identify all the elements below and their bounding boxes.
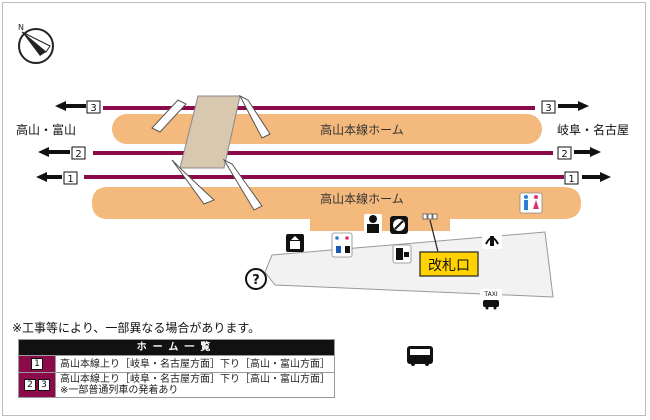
compass-icon: N	[18, 23, 54, 64]
track-1-right: 1	[564, 171, 611, 185]
lower-platform	[92, 187, 581, 231]
destination-left: 高山・富山	[16, 122, 76, 137]
ticket-machine-icon	[392, 244, 412, 264]
platform-desc: 高山本線上り［岐阜・名古屋方面］下り［高山・富山方面］	[55, 355, 335, 373]
table-row: 1 高山本線上り［岐阜・名古屋方面］下り［高山・富山方面］	[18, 355, 335, 373]
track-2-right: 2	[557, 146, 601, 160]
coin-locker-icon	[390, 216, 408, 234]
svg-text:2: 2	[75, 149, 81, 160]
toilet-icon	[519, 192, 543, 214]
map-frame	[2, 2, 646, 416]
svg-text:1: 1	[568, 174, 574, 185]
ticket-gate-label-box	[419, 251, 479, 277]
disclaimer-note: ※工事等により、一部異なる場合があります。	[12, 321, 261, 335]
platform-desc: 高山本線上り［岐阜・名古屋方面］下り［高山・富山方面］	[60, 374, 330, 385]
platform-number: 2	[24, 379, 36, 391]
svg-text:3: 3	[545, 103, 551, 114]
svg-text:2: 2	[561, 149, 567, 160]
destination-right: 岐阜・名古屋	[557, 122, 629, 137]
concourse-area	[264, 231, 554, 298]
track-2-left: 2	[38, 146, 86, 160]
track-1-left: 1	[36, 171, 78, 185]
svg-text:N: N	[18, 23, 24, 32]
track-3-left: 3	[55, 100, 101, 114]
svg-text:1: 1	[67, 174, 73, 185]
ticket-gate-label: 改札口	[428, 258, 470, 274]
platform-table-header: ホーム一覧	[18, 339, 335, 356]
platform-number: 1	[31, 358, 43, 370]
information-icon: ?	[245, 268, 267, 290]
taxi-icon: TAXI	[480, 289, 502, 311]
station-staff-icon	[364, 214, 382, 234]
elevator-icon	[286, 234, 304, 252]
water-fountain-icon	[482, 229, 502, 249]
track-3-right: 3	[541, 100, 589, 114]
stairs	[151, 94, 271, 211]
platform-number: 3	[38, 379, 50, 391]
svg-text:3: 3	[90, 103, 96, 114]
bus-icon	[407, 346, 433, 366]
ticket-gate	[422, 213, 439, 253]
lower-platform-label: 高山本線ホーム	[320, 191, 404, 206]
svg-text:TAXI: TAXI	[483, 291, 497, 298]
track-1	[84, 175, 564, 179]
track-2	[93, 151, 553, 155]
upper-platform-label: 高山本線ホーム	[320, 122, 404, 137]
svg-text:?: ?	[252, 273, 260, 288]
track-3	[103, 106, 535, 110]
platform-desc-note: ※一部普通列車の発着あり	[60, 385, 179, 396]
overpass-bridge	[179, 95, 241, 169]
accessible-toilet-icon	[331, 232, 353, 258]
